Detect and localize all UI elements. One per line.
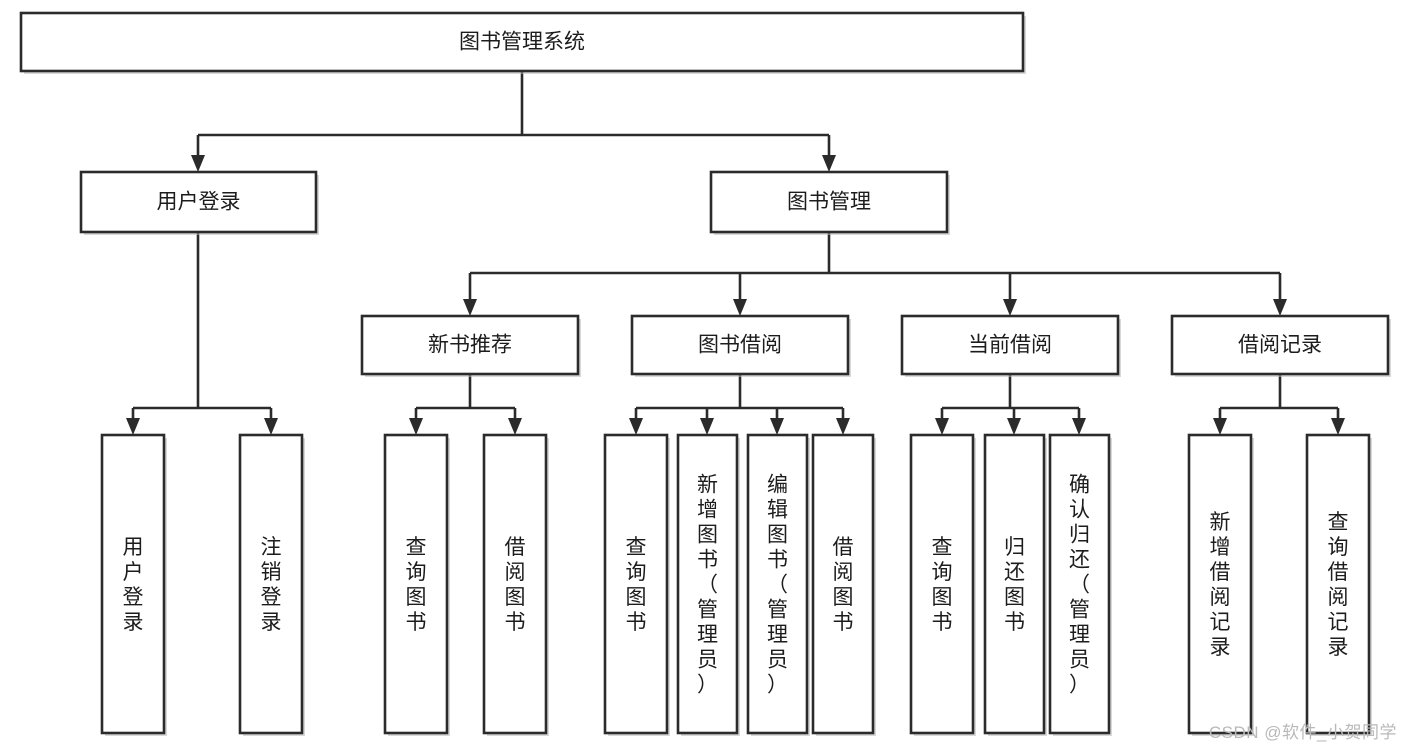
node-box[interactable] [360,314,580,376]
node-label: 查询借阅记录 [1328,511,1349,659]
node-user-login-leaf[interactable]: 用户登录 [100,433,167,736]
node-book-borrow[interactable]: 图书借阅 [630,314,851,377]
node-label: 注销登录 [261,536,282,634]
node-box[interactable] [1305,433,1371,735]
node-query-borrow-record-leaf[interactable]: 查询借阅记录 [1305,433,1372,736]
node-box[interactable] [983,433,1046,735]
node-query-book-leaf[interactable]: 查询图书 [909,433,976,736]
node-box[interactable] [900,314,1120,376]
node-box[interactable] [709,170,949,234]
node-query-book-leaf[interactable]: 查询图书 [383,433,450,736]
node-box[interactable] [238,433,304,735]
node-label: 用户登录 [123,536,144,634]
node-box[interactable] [1048,433,1111,735]
node-label: 查询图书 [626,536,647,634]
arrow-head [1213,418,1227,435]
node-box[interactable] [603,433,669,735]
node-label: 图书借阅 [698,334,782,357]
node-return-book-leaf[interactable]: 归还图书 [983,433,1047,736]
node-borrow-book-leaf[interactable]: 借阅图书 [811,433,876,736]
node-add-book-admin-leaf[interactable]: 新增图书（管理员） [676,433,740,736]
node-current-borrow[interactable]: 当前借阅 [900,314,1121,377]
node-label: 新增图书（管理员） [697,474,718,697]
node-box[interactable] [383,433,449,735]
arrow-head [264,418,278,435]
node-add-borrow-record-leaf[interactable]: 新增借阅记录 [1187,433,1254,736]
node-query-book-leaf[interactable]: 查询图书 [603,433,670,736]
arrow-head [629,418,643,435]
node-box[interactable] [630,314,850,376]
node-label: 当前借阅 [968,334,1052,357]
arrow-head [770,418,784,435]
node-box[interactable] [19,11,1025,73]
arrow-head [822,155,836,172]
connector-newbook-to-leaves [409,374,522,435]
node-borrow-book-leaf[interactable]: 借阅图书 [482,433,549,736]
node-label: 新增借阅记录 [1210,511,1231,659]
connector-userlogin-to-leaves [126,232,278,435]
node-label: 查询图书 [932,536,953,634]
node-label: 借阅记录 [1238,334,1322,357]
connector-layer [126,71,1345,435]
arrow-head [1007,418,1021,435]
arrow-head [409,418,423,435]
connector-current-to-leaves [935,374,1086,435]
arrow-head [1072,418,1086,435]
arrow-head [1273,299,1287,316]
node-box[interactable] [79,170,318,234]
node-book-management[interactable]: 图书管理 [709,170,950,235]
node-user-login[interactable]: 用户登录 [79,170,319,235]
node-box[interactable] [746,433,809,735]
node-label: 用户登录 [157,191,241,214]
connector-borrow-to-leaves [629,374,850,435]
node-borrow-record[interactable]: 借阅记录 [1170,314,1391,377]
connector-root-to-level2 [191,71,836,172]
csdn-watermark: CSDN @软件_小贺同学 [1208,723,1397,742]
node-box[interactable] [811,433,875,735]
node-box[interactable] [482,433,548,735]
node-label: 借阅图书 [833,536,854,634]
arrow-head [700,418,714,435]
node-label: 图书管理 [787,191,871,214]
node-label: 编辑图书（管理员） [767,474,788,697]
node-box[interactable] [1170,314,1390,376]
node-box[interactable] [676,433,739,735]
arrow-head [935,418,949,435]
node-box[interactable] [1187,433,1253,735]
node-label: 图书管理系统 [459,31,585,54]
node-book-management-system[interactable]: 图书管理系统 [19,11,1026,74]
arrow-head [1331,418,1345,435]
node-box[interactable] [909,433,975,735]
arrow-head [191,155,205,172]
node-label: 归还图书 [1004,536,1025,634]
node-new-book-recommend[interactable]: 新书推荐 [360,314,581,377]
node-label: 新书推荐 [428,334,512,357]
arrow-head [733,299,747,316]
node-label: 确认归还（管理员） [1069,474,1090,697]
node-logout-leaf[interactable]: 注销登录 [238,433,305,736]
node-layer: 图书管理系统用户登录图书管理新书推荐图书借阅当前借阅借阅记录用户登录注销登录查询… [19,11,1391,736]
node-confirm-return-admin-leaf[interactable]: 确认归还（管理员） [1048,433,1112,736]
node-box[interactable] [100,433,166,735]
arrow-head [463,299,477,316]
arrow-head [126,418,140,435]
connector-bookmgmt-to-level3 [463,232,1287,316]
arrow-head [508,418,522,435]
arrow-head [836,418,850,435]
node-edit-book-admin-leaf[interactable]: 编辑图书（管理员） [746,433,810,736]
node-label: 借阅图书 [505,536,526,634]
arrow-head [1003,299,1017,316]
connector-record-to-leaves [1213,374,1345,435]
node-label: 查询图书 [406,536,427,634]
